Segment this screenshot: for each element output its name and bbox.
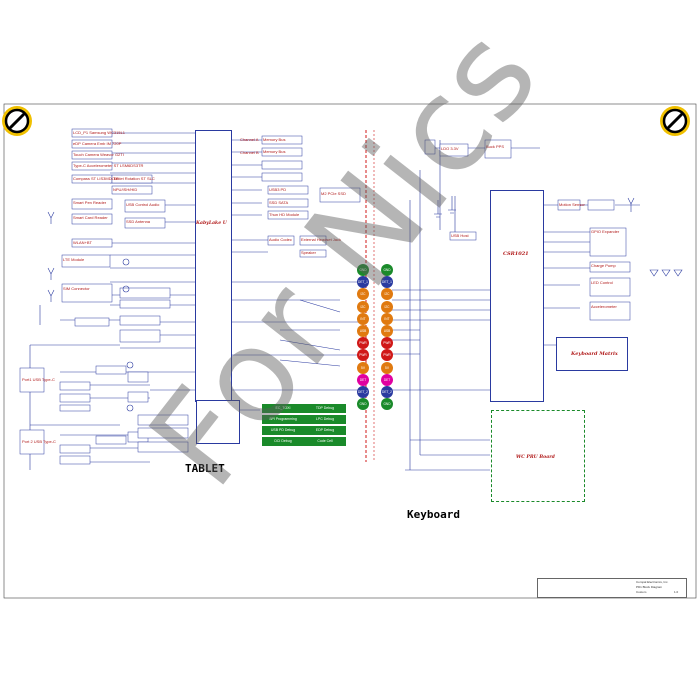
debug-box-6: DCI Debug <box>262 437 304 446</box>
right-block-label-10: Speaker <box>301 250 316 255</box>
debug-box-1: TDP Debug <box>304 404 346 413</box>
csr-block-label-6: LED Control <box>591 280 613 285</box>
title-company: Compal Electronics, Inc. <box>636 580 669 584</box>
csr-title: CSR1021 <box>503 251 529 257</box>
pogo-dot-6: PWR <box>357 337 369 350</box>
left-block-label-12: LTE Module <box>63 257 85 262</box>
left-block-label-7: Smart Pen Reader <box>73 200 107 205</box>
left-block-label-4: Compass ST LIS3MDLTR <box>73 176 119 181</box>
keyboard-label: Keyboard <box>407 508 460 521</box>
pogo-dot-15: I2C <box>381 300 393 313</box>
debug-box-0: EC_TOXI <box>262 404 304 413</box>
pogo-dot-23: GND <box>381 398 393 411</box>
restricted-badge-icon-right <box>660 106 690 136</box>
pogo-dot-18: PWR <box>381 337 393 350</box>
right-block-label-3: Memory Bus <box>263 149 286 154</box>
title-block: Compal Electronics, Inc. PD1 Block Diagr… <box>537 578 687 598</box>
left-block-label-1: eDP Camera Emb IM 720P <box>73 141 122 146</box>
pogo-dot-10: DET_2 <box>357 386 369 398</box>
left-block-label-9: Smart Card Reader <box>73 215 108 220</box>
pogo-dot-16: INT <box>381 312 393 325</box>
pogo-dot-13: DET_1 <box>381 276 393 289</box>
wc-pru-title: WC PRU Board <box>516 455 555 460</box>
csr-block-label-5: Charge Pump <box>591 263 616 268</box>
left-block-label-15: Port 2 USB Type-C <box>22 439 56 444</box>
cpu-title: KabyLake U <box>196 221 227 226</box>
left-block-label-8: USB Control Audio <box>126 202 160 207</box>
left-block-label-6: NPU/ISH/HID <box>113 187 138 192</box>
title-doc: PD1 Block Diagram <box>636 585 663 589</box>
keyboard-matrix-title: Keyboard Matrix <box>571 351 618 357</box>
debug-box-3: LPC Debug <box>304 415 346 424</box>
left-block-label-13: SIM Connector <box>63 286 90 291</box>
pogo-dot-3: I2C <box>357 300 369 313</box>
left-block-label-3: Type-C Accelerometer ST LSM6DS3TR <box>73 163 144 168</box>
debug-box-7: Code Cell <box>304 437 346 446</box>
right-block-label-6: M2 PCIe SSD <box>321 191 346 196</box>
right-block-label-8: Audio Codec <box>269 237 292 242</box>
cpu-block: KabyLake U <box>195 130 232 402</box>
debug-box-2: SPI Programming <box>262 415 304 424</box>
pogo-dot-5: USB <box>357 325 369 337</box>
left-block-label-0: LCD_P1 Samsung WC315L1 <box>73 130 126 135</box>
left-block-label-2: Touch Camera Weavor G2TI <box>73 152 124 157</box>
pogo-dot-4: INT <box>357 312 369 325</box>
wc-pru-board: WC PRU Board <box>491 410 585 502</box>
csr-block-label-0: LDO 3.3V <box>441 146 459 151</box>
pogo-dot-2: I2C <box>357 288 369 301</box>
pogo-dot-17: USB <box>381 325 393 337</box>
csr-block-label-2: USB Host <box>451 233 469 238</box>
right-block-label-4: USB3 PD <box>269 187 287 192</box>
left-block-label-11: WLAN+BT <box>73 240 93 245</box>
left-block-label-14: Port1 USB Type-C <box>22 377 55 382</box>
ec-block <box>196 400 240 444</box>
restricted-badge-icon <box>2 106 32 136</box>
title-size: Custom <box>636 590 647 594</box>
csr-block-label-3: GPIO Expander <box>591 229 620 234</box>
csr-block-label-1: Buck PPS <box>486 144 505 149</box>
pogo-dot-21: DET <box>381 373 393 386</box>
left-block-label-5: Tablet Rotation ST SLC <box>113 176 155 181</box>
csr-block-label-4: Accelerometer <box>591 304 617 309</box>
csr-block-label-7: Motion Sensor <box>559 202 585 207</box>
right-block-label-2: Memory Bus <box>263 137 286 142</box>
pogo-dot-20: 5V <box>381 361 393 374</box>
tablet-label: TABLET <box>185 462 225 475</box>
pogo-dot-0: GND <box>357 264 369 276</box>
left-block-label-10: SSD Antenna <box>126 219 151 224</box>
right-block-label-7: Thun HD Module <box>269 212 300 217</box>
debug-box-4: USB PD Debug <box>262 426 304 435</box>
pogo-dot-14: I2C <box>381 288 393 301</box>
right-block-label-0: Channel A <box>240 137 259 142</box>
pogo-dot-1: DET_1 <box>357 276 369 289</box>
csr-block: CSR1021 <box>490 190 544 402</box>
right-block-label-1: Channel B <box>240 150 259 155</box>
keyboard-matrix-block: Keyboard Matrix <box>556 337 628 371</box>
pogo-dot-22: DET_2 <box>381 386 393 398</box>
pogo-dot-7: PWR <box>357 349 369 362</box>
pogo-dot-9: DET <box>357 373 369 386</box>
debug-box-5: EDP Debug <box>304 426 346 435</box>
pogo-dot-8: 5V <box>357 361 369 374</box>
pogo-dot-12: GND <box>381 264 393 276</box>
pogo-dot-19: PWR <box>381 349 393 362</box>
pogo-dot-11: GND <box>357 398 369 411</box>
right-block-label-5: SSD SATA <box>269 200 289 205</box>
title-rev: 1.0 <box>674 590 679 594</box>
right-block-label-9: External Headset Jack <box>301 237 342 242</box>
